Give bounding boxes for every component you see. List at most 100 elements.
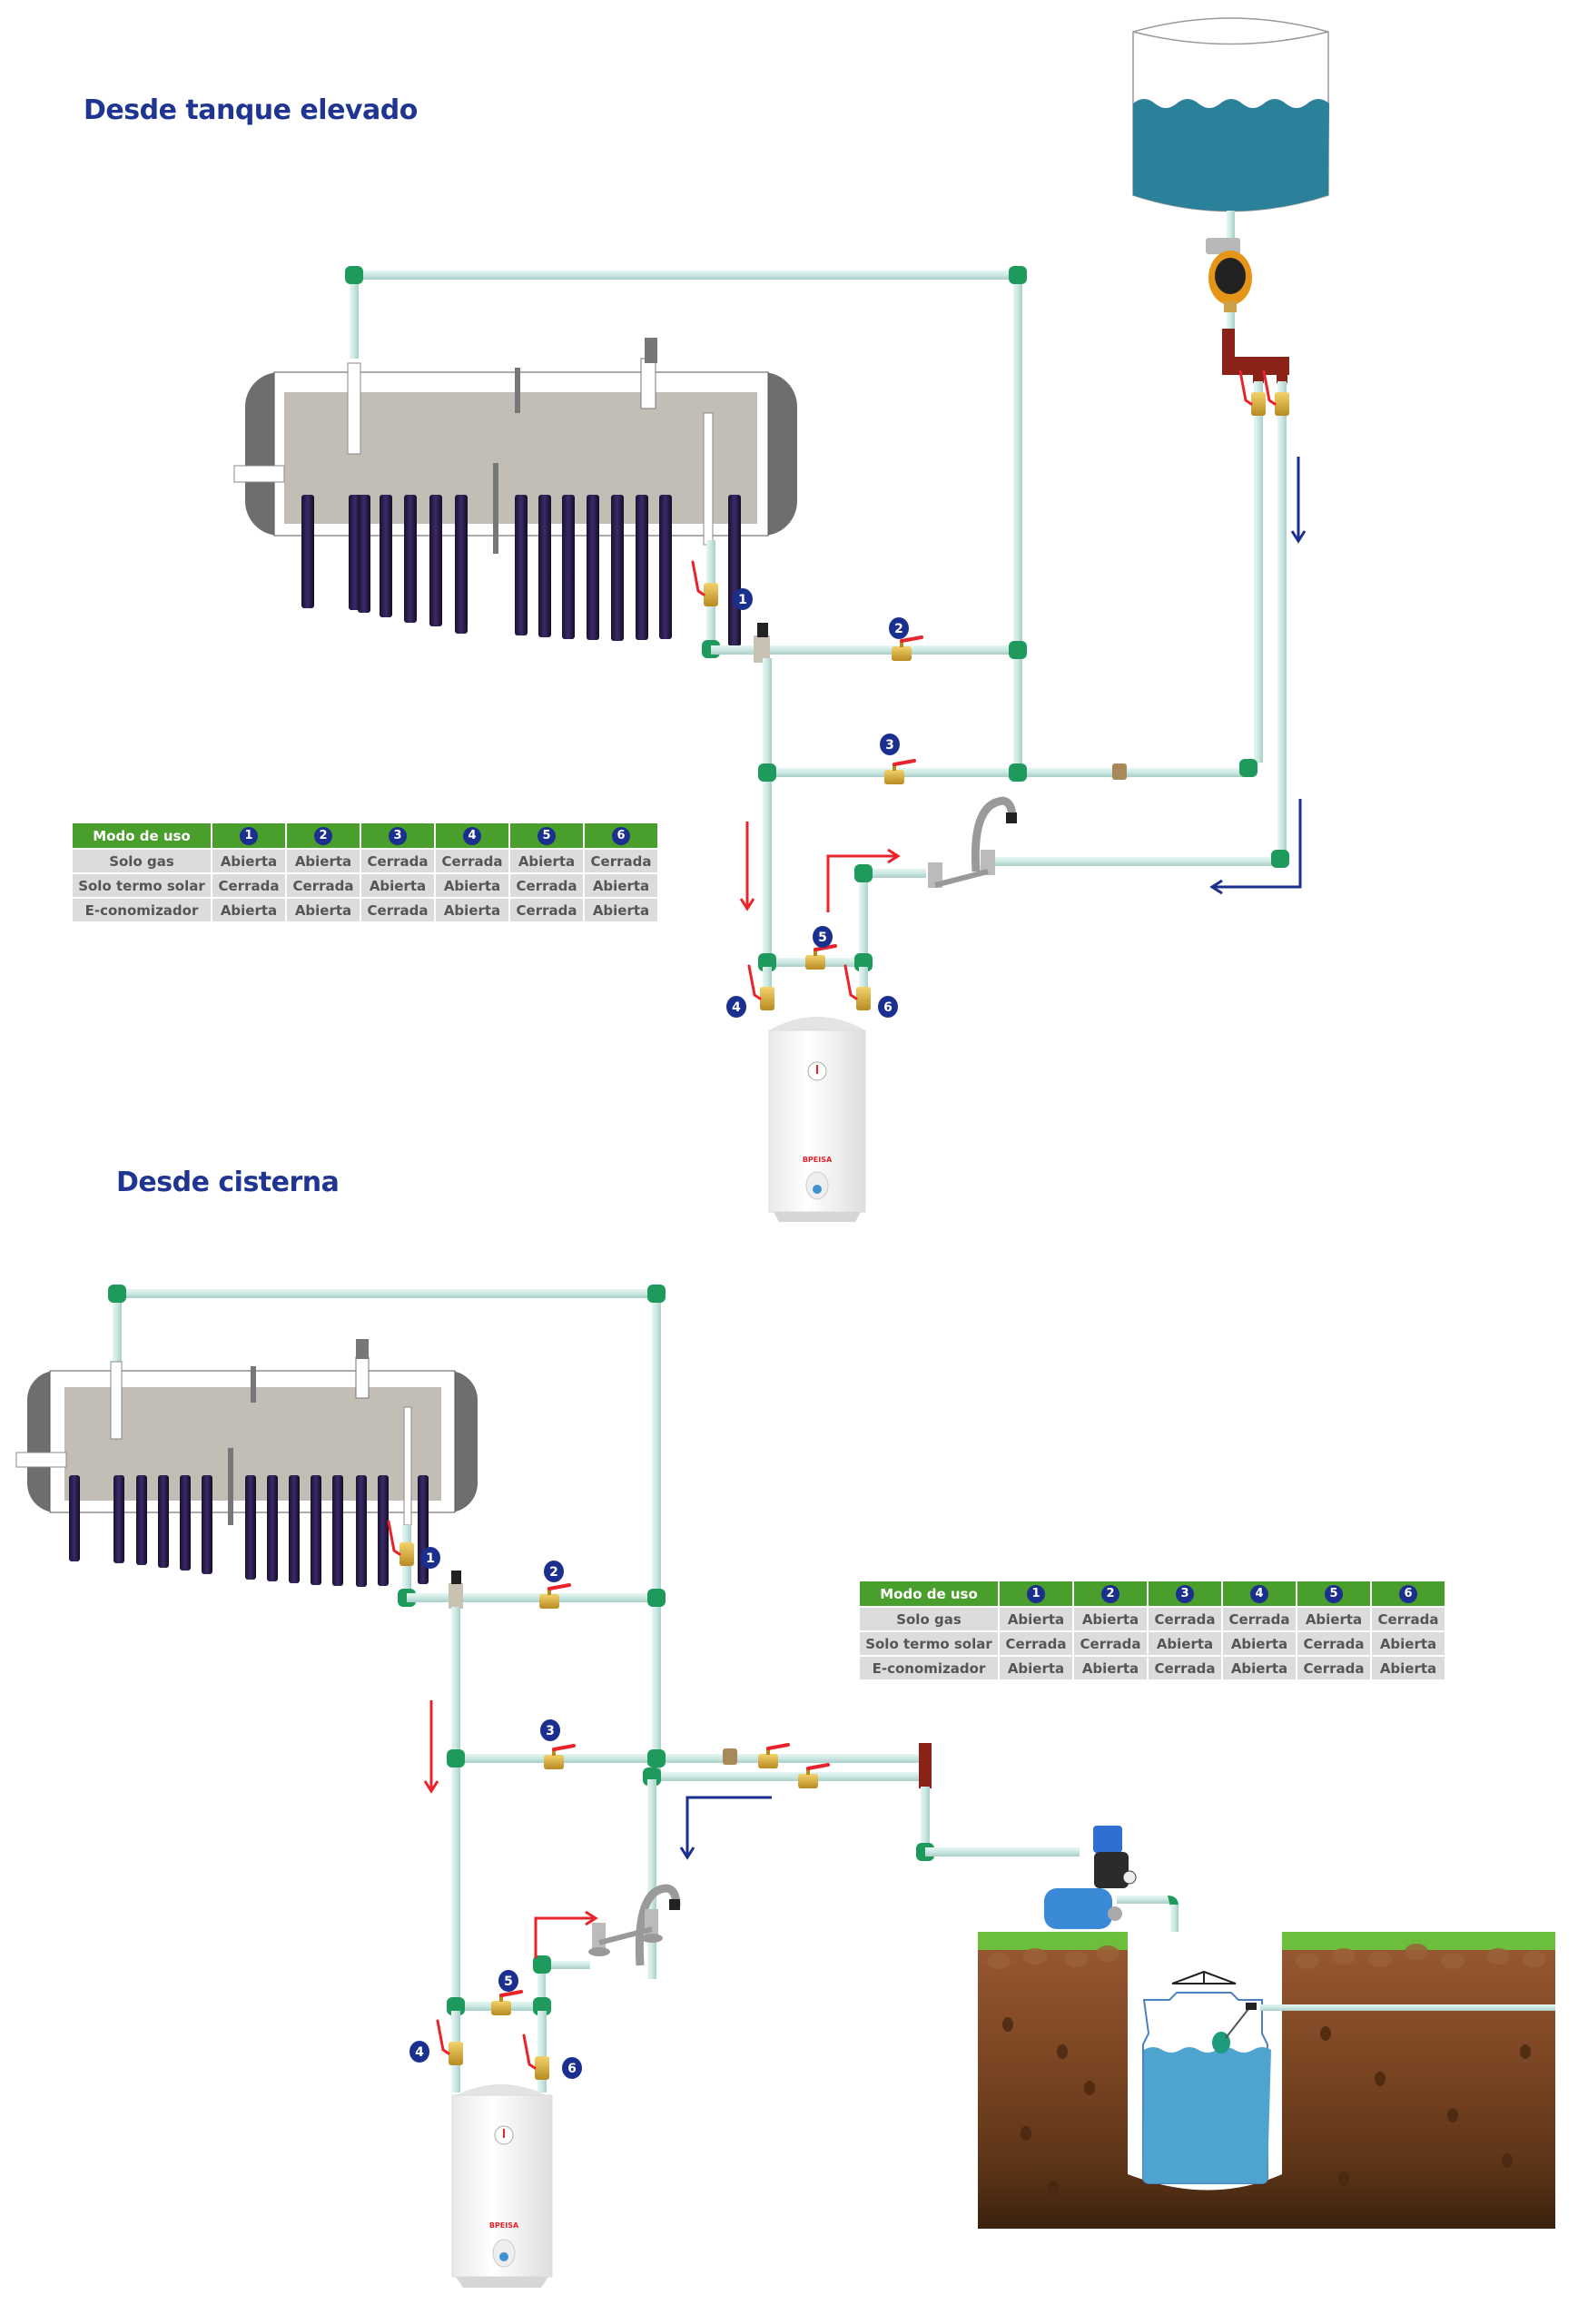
- circulation-pump-icon: [1206, 238, 1252, 312]
- valve-state-cell: Abierta: [212, 850, 285, 872]
- valve-state-cell: Cerrada: [361, 850, 434, 872]
- valve-state-cell: Cerrada: [1149, 1608, 1221, 1630]
- valve-badge-4: 4: [409, 2041, 429, 2063]
- valve-state-cell: Abierta: [436, 899, 508, 921]
- valve-state-cell: Abierta: [1074, 1608, 1147, 1630]
- valve-number-badge: 1: [240, 827, 258, 845]
- valve-state-cell: Abierta: [287, 850, 360, 872]
- cold-flow-arrow: [1290, 457, 1307, 544]
- mode-label: Solo termo solar: [860, 1632, 998, 1655]
- manifold-icon: [1222, 329, 1289, 383]
- section-elevated-tank: 1 2 3: [233, 17, 1329, 1222]
- water-heater: BPEISA: [451, 2084, 553, 2288]
- svg-text:6: 6: [883, 1000, 893, 1015]
- cold-flow-arrow: [679, 1796, 772, 1860]
- valve-state-cell: Cerrada: [1372, 1608, 1445, 1630]
- svg-text:4: 4: [415, 2045, 424, 2060]
- svg-text:2: 2: [894, 622, 903, 636]
- solar-water-heater: [15, 1339, 478, 1587]
- table-header-row: Modo de uso 1 2 3 4 5 6: [73, 823, 657, 848]
- svg-text:1: 1: [738, 593, 747, 607]
- valve-badge-1: 1: [733, 588, 753, 610]
- evacuated-tube: [515, 495, 528, 635]
- svg-text:1: 1: [426, 1551, 435, 1566]
- svg-text:6: 6: [567, 2062, 577, 2076]
- valve-state-cell: Abierta: [1223, 1657, 1296, 1679]
- evacuated-tube: [380, 495, 392, 617]
- evacuated-tube: [404, 495, 417, 623]
- valve-state-cell: Cerrada: [510, 874, 583, 897]
- valve-state-cell: Abierta: [1372, 1657, 1445, 1679]
- valve-number-badge: 2: [314, 827, 332, 845]
- evacuated-tube: [611, 495, 624, 641]
- valve-number-badge: 5: [538, 827, 556, 845]
- heater-brand-label: BPEISA: [489, 2221, 519, 2230]
- valve-badge-5: 5: [498, 1970, 518, 1992]
- evacuated-tube: [113, 1475, 124, 1563]
- evacuated-tube: [429, 495, 442, 626]
- valve-badge-4: 4: [726, 996, 746, 1018]
- evacuated-tube: [311, 1475, 321, 1585]
- mode-label: E-conomizador: [73, 899, 211, 921]
- evacuated-tube: [587, 495, 599, 640]
- valve-state-cell: Cerrada: [1149, 1657, 1221, 1679]
- valve-number-badge: 5: [1325, 1585, 1343, 1603]
- evacuated-tubes: [69, 1475, 429, 1587]
- evacuated-tube: [289, 1475, 300, 1583]
- valve-number-badge: 2: [1101, 1585, 1119, 1603]
- evacuated-tube: [636, 495, 648, 640]
- evacuated-tube: [538, 495, 551, 637]
- valve-badge-1: 1: [420, 1547, 440, 1569]
- svg-text:4: 4: [732, 1000, 741, 1015]
- valve-number-badge: 6: [612, 827, 630, 845]
- valve-state-cell: Cerrada: [1223, 1608, 1296, 1630]
- valve-badge-5: 5: [813, 926, 833, 948]
- valve-state-cell: Abierta: [1149, 1632, 1221, 1655]
- valve-state-cell: Abierta: [1000, 1608, 1072, 1630]
- evacuated-tube: [69, 1475, 80, 1561]
- evacuated-tube: [245, 1475, 256, 1580]
- mode-column-header: Modo de uso: [860, 1581, 998, 1606]
- evacuated-tube: [728, 495, 741, 646]
- hot-flow-arrow: [423, 1700, 439, 1794]
- mode-label: Solo termo solar: [73, 874, 211, 897]
- valve-badge-2: 2: [889, 617, 909, 639]
- valve-badge-6: 6: [562, 2057, 582, 2079]
- evacuated-tube: [356, 1475, 367, 1587]
- valve-state-cell: Abierta: [1372, 1632, 1445, 1655]
- check-valve-icon: [1112, 763, 1127, 780]
- svg-text:2: 2: [549, 1565, 558, 1580]
- evacuated-tube: [136, 1475, 147, 1565]
- section-title-cistern: Desde cisterna: [116, 1167, 340, 1198]
- valve-state-cell: Abierta: [361, 874, 434, 897]
- valve-state-cell: Cerrada: [1074, 1632, 1147, 1655]
- valve-state-cell: Cerrada: [361, 899, 434, 921]
- svg-text:3: 3: [885, 738, 894, 753]
- manifold-icon: [919, 1743, 932, 1788]
- cold-flow-arrow: [1209, 799, 1302, 895]
- valve-number-badge: 6: [1399, 1585, 1417, 1603]
- evacuated-tube: [301, 495, 314, 608]
- evacuated-tube: [332, 1475, 343, 1586]
- mode-label: E-conomizador: [860, 1657, 998, 1679]
- heater-brand-label: BPEISA: [803, 1156, 833, 1164]
- mode-label: Solo gas: [860, 1608, 998, 1630]
- evacuated-tube: [267, 1475, 278, 1581]
- elevated-water-tank: [1132, 17, 1329, 212]
- valve-state-cell: Cerrada: [1297, 1632, 1370, 1655]
- valve-number-badge: 1: [1027, 1585, 1045, 1603]
- section-cistern: 1 2 3: [15, 1285, 1555, 2288]
- valve-badge-6: 6: [878, 996, 898, 1018]
- mixing-valve-icon: [754, 623, 770, 663]
- valve-state-cell: Cerrada: [1000, 1632, 1072, 1655]
- check-valve-icon: [723, 1748, 737, 1765]
